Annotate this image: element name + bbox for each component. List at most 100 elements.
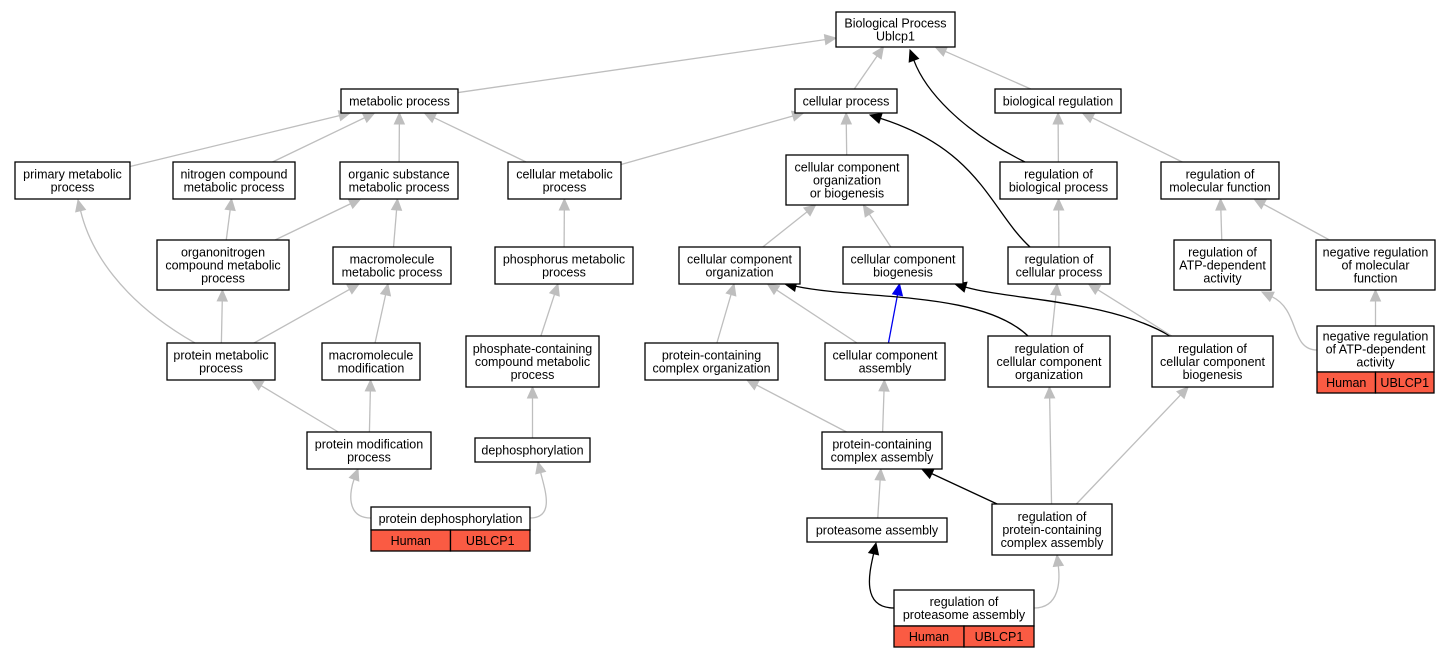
edge-cellular-to-bp [853,46,885,90]
term-label-line: protein-containing [1002,523,1101,537]
edge-line [620,115,794,166]
annotation-species: Human [1326,376,1366,390]
edge-protmet-to-organonitrogen [216,288,229,344]
edge-line [225,209,231,241]
term-label-line: regulation of [1178,342,1247,356]
term-label-line: regulation of [1186,167,1255,181]
term-label-line: modification [338,361,405,375]
edge-line [1075,394,1182,505]
edge-line [129,114,340,168]
term-box [1173,239,1272,291]
term-box [678,246,801,285]
annotation-species: Human [909,630,949,644]
term-box [835,11,956,48]
term-label-line: cellular component [795,160,900,174]
edge-protdephos-to-protmod [348,467,372,519]
edge-arrowhead [1043,385,1056,399]
term-box [1007,246,1111,285]
term-box [806,517,948,543]
edge-negmol-to-regmol [1252,198,1330,241]
edge-line [716,294,732,344]
edge-line [79,210,196,344]
term-label-line: regulation of [1018,510,1087,524]
edge-line [392,209,398,248]
edge-protdephos-to-dephos [529,460,547,519]
term-label-line: compound metabolic [165,258,280,272]
term-label-line: cellular component [687,252,792,266]
term-label-line: organization [705,265,773,279]
edge-cellmet-to-cellular [620,110,805,166]
edge-line [913,60,1026,163]
edge-negatp-to-negmol [1369,288,1382,327]
term-node-proteasome[interactable]: proteasome assembly [806,517,948,543]
term-node-dephos[interactable]: dephosphorylation [474,437,591,463]
edge-cca-to-cco [766,283,858,344]
edge-regproteasome-to-regpcca [1033,553,1065,609]
term-box [994,88,1122,114]
term-label-line: process [199,361,243,375]
edge-arrowhead [766,283,781,296]
edge-dephos-to-phosphate [526,385,539,438]
term-node-cellular[interactable]: cellular process [794,88,898,114]
term-box [644,342,779,381]
edge-line [965,286,1171,337]
term-box [156,239,290,291]
term-label-line: complex assembly [831,450,935,464]
term-node-metabolic[interactable]: metabolic process [340,88,459,114]
term-label-line: regulation of [930,595,999,609]
term-label-line: metabolic process [349,94,450,108]
edge-line [880,117,1031,248]
term-label-line: primary metabolic [23,167,122,181]
edge-arrowhead [1260,291,1275,303]
term-label-line: organonitrogen [181,245,265,259]
term-label-line: organization [1015,368,1083,382]
term-label-line: protein metabolic [173,348,268,362]
edge-arrowhead [379,282,392,297]
term-box [340,88,459,114]
term-node-bioreg[interactable]: biological regulation [994,88,1122,114]
edge-arrowhead [1176,386,1189,400]
edge-line [868,213,892,248]
term-label-line: regulation of [1025,252,1094,266]
edge-line [374,294,387,344]
edge-line [1051,294,1057,337]
edge-line [1033,565,1060,609]
term-label-line: cellular component [851,252,956,266]
edge-arrowhead [878,378,890,392]
term-box [494,246,634,285]
edge-arrowhead [862,203,875,218]
term-label-line: complex organization [652,361,770,375]
edge-arrowhead [840,111,853,125]
term-label-line: of molecular [1341,258,1409,272]
term-label-line: nitrogen compound [180,167,287,181]
